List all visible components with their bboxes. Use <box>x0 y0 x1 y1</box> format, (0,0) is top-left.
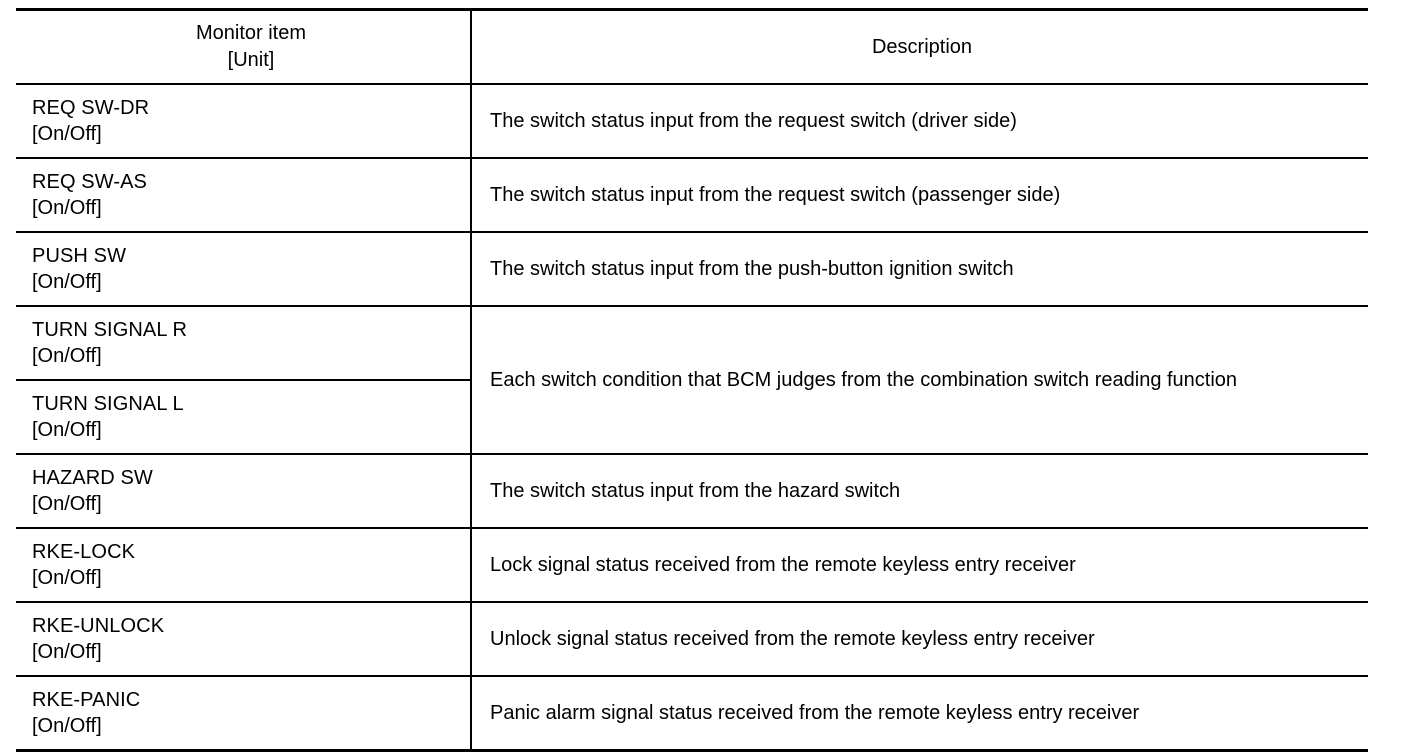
table-row: REQ SW-DR [On/Off] The switch status input… <box>16 83 1368 158</box>
monitor-item-name: RKE-LOCK <box>32 541 136 563</box>
table-body: REQ SW-DR [On/Off] The switch status input… <box>16 83 1368 751</box>
monitor-item-unit: [On/Off] <box>32 493 102 515</box>
monitor-item-cell: PUSH SW [On/Off] <box>16 231 472 306</box>
column-header-description: Description <box>471 9 1368 85</box>
description-text: Lock signal status received from the rem… <box>490 554 1076 576</box>
monitor-item-cell: RKE-PANIC [On/Off] <box>16 675 472 751</box>
monitor-item-unit: [On/Off] <box>32 197 102 219</box>
monitor-item-name: REQ SW-AS <box>32 171 147 193</box>
monitor-item-name: RKE-PANIC <box>32 689 141 711</box>
header-row: Monitor item [Unit] Description <box>16 9 1368 85</box>
description-text: Unlock signal status received from the r… <box>490 628 1095 650</box>
description-text: The switch status input from the request… <box>490 110 1017 132</box>
table-row: RKE-PANIC [On/Off] Panic alarm signal stat… <box>16 675 1368 751</box>
monitor-item-cell: TURN SIGNAL R [On/Off] <box>16 305 472 380</box>
description-text: Panic alarm signal status received from … <box>490 702 1140 724</box>
monitor-item-cell: RKE-LOCK [On/Off] <box>16 527 472 602</box>
monitor-item-name: HAZARD SW <box>32 467 153 489</box>
description-text: Each switch condition that BCM judges fr… <box>490 369 1238 391</box>
description-cell: Unlock signal status received from the r… <box>471 601 1368 676</box>
monitor-item-cell: HAZARD SW [On/Off] <box>16 453 472 528</box>
monitor-item-unit: [On/Off] <box>32 567 102 589</box>
table-row: TURN SIGNAL L [On/Off] <box>16 379 1368 454</box>
description-cell: The switch status input from the hazard … <box>471 453 1368 528</box>
monitor-item-name: TURN SIGNAL L <box>32 393 184 415</box>
description-cell: The switch status input from the push-bu… <box>471 231 1368 306</box>
monitor-item-unit: [On/Off] <box>32 123 102 145</box>
monitor-item-cell: REQ SW-AS [On/Off] <box>16 157 472 232</box>
monitor-item-name: RKE-UNLOCK <box>32 615 165 637</box>
monitor-item-unit: [On/Off] <box>32 271 102 293</box>
monitor-item-unit: [On/Off] <box>32 715 102 737</box>
column-header-unit-label: [Unit] <box>227 49 275 71</box>
monitor-item-cell: RKE-UNLOCK [On/Off] <box>16 601 472 676</box>
monitor-item-name: TURN SIGNAL R <box>32 319 188 341</box>
description-cell: Panic alarm signal status received from … <box>471 675 1368 751</box>
description-cell: The switch status input from the request… <box>471 83 1368 158</box>
column-header-description-label: Description <box>871 35 973 58</box>
table-row: RKE-LOCK [On/Off] Lock signal status recei… <box>16 527 1368 602</box>
column-header-monitor-item: Monitor item [Unit] <box>16 9 472 85</box>
monitor-item-table: Monitor item [Unit] Description REQ SW-D… <box>16 8 1368 752</box>
monitor-item-name: PUSH SW <box>32 245 127 267</box>
table-row: RKE-UNLOCK [On/Off] Unlock signal status r… <box>16 601 1368 676</box>
column-header-monitor-item-label: Monitor item <box>195 22 307 44</box>
description-cell: The switch status input from the request… <box>471 157 1368 232</box>
monitor-item-cell: REQ SW-DR [On/Off] <box>16 83 472 158</box>
table-row: PUSH SW [On/Off] The switch status input f… <box>16 231 1368 306</box>
table-row: REQ SW-AS [On/Off] The switch status input… <box>16 157 1368 232</box>
monitor-item-name: REQ SW-DR <box>32 97 150 119</box>
table-row: TURN SIGNAL R [On/Off] Each switch conditi… <box>16 305 1368 454</box>
monitor-item-unit: [On/Off] <box>32 419 102 441</box>
description-text: The switch status input from the hazard … <box>490 480 901 502</box>
monitor-item-unit: [On/Off] <box>32 641 102 663</box>
monitor-item-cell: TURN SIGNAL L [On/Off] <box>16 379 472 454</box>
description-text: The switch status input from the request… <box>490 184 1061 206</box>
table-header: Monitor item [Unit] Description <box>16 9 1368 85</box>
description-cell: Lock signal status received from the rem… <box>471 527 1368 602</box>
monitor-item-unit: [On/Off] <box>32 345 102 367</box>
table-row: HAZARD SW [On/Off] The switch status input… <box>16 453 1368 528</box>
description-text: The switch status input from the push-bu… <box>490 258 1014 280</box>
description-cell: Each switch condition that BCM judges fr… <box>471 305 1368 454</box>
